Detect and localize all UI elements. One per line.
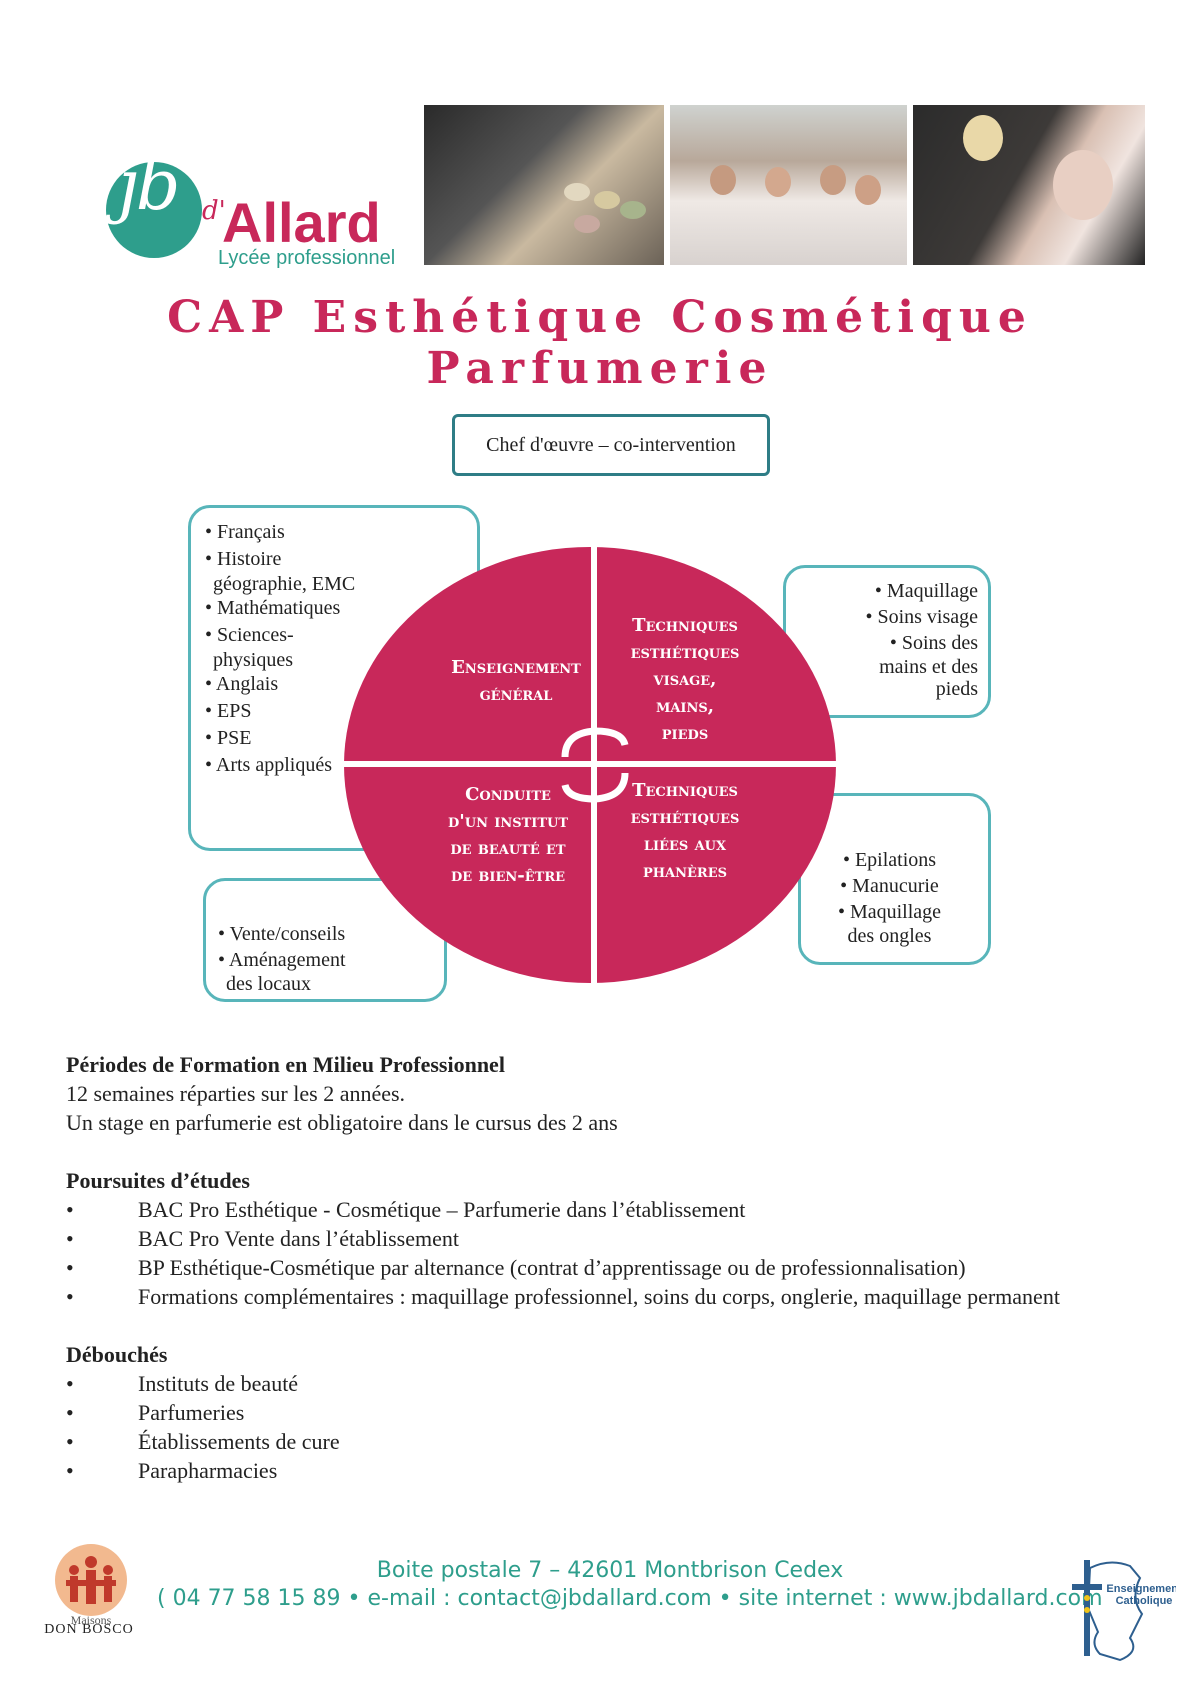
- quadrant-line: d'un institut: [447, 811, 569, 832]
- list-item: • Histoire: [205, 548, 282, 570]
- quadrant-conduite-institut: Conduite d'un institut de beauté et de b…: [418, 781, 598, 889]
- list-item: • Anglais: [205, 673, 279, 695]
- list-item: des ongles: [847, 925, 932, 947]
- quadrant-line: mains,: [655, 696, 715, 717]
- cycle-arrow-bottom: [561, 772, 629, 803]
- periodes-line: 12 semaines réparties sur les 2 années.: [66, 1081, 406, 1106]
- logo-d: d': [202, 196, 226, 226]
- list-item: BP Esthétique-Cosmétique par alternance …: [66, 1253, 1146, 1282]
- list-item: • Soins des: [889, 632, 978, 654]
- body-text: Périodes de Formation en Milieu Professi…: [66, 1050, 1146, 1485]
- quadrant-techniques-visage: Techniques esthétiques visage, mains, pi…: [600, 612, 770, 747]
- list-item: pieds: [935, 678, 978, 700]
- phaneres-box: • Epilations • Manucurie • Maquillage de…: [798, 793, 991, 965]
- quadrant-line: visage,: [653, 669, 717, 690]
- list-item: • Vente/conseils: [218, 923, 346, 945]
- quadrant-line: de beauté et: [450, 838, 566, 859]
- periodes-line: Un stage en parfumerie est obligatoire d…: [66, 1110, 618, 1135]
- list-item: • Sciences-: [205, 624, 294, 646]
- list-item: • Français: [205, 521, 285, 543]
- don-bosco-label: DON BOSCO: [44, 1622, 134, 1637]
- quadrant-line: Techniques: [632, 780, 738, 801]
- logo-name: Allard: [222, 191, 381, 254]
- footer-address: Boite postale 7 – 42601 Montbrison Cedex: [376, 1558, 844, 1583]
- title-part-1: CAP Esthétique Cosmétique: [167, 292, 1033, 343]
- page-title: CAP Esthétique Cosmétique Parfumerie: [0, 292, 1200, 394]
- cycle-arrow-top: [561, 727, 629, 758]
- list-item: • EPS: [205, 700, 252, 722]
- chef-oeuvre-box: Chef d'œuvre – co-intervention: [452, 414, 770, 476]
- enseignement-catholique-logo: Enseignement Catholique: [1072, 1560, 1176, 1662]
- quadrant-enseignement-general: Enseignement général: [426, 654, 606, 708]
- poursuites-list: BAC Pro Esthétique - Cosmétique – Parfum…: [66, 1195, 1146, 1311]
- list-item: Parfumeries: [66, 1398, 1146, 1427]
- enseignement-text: Enseignement: [1106, 1583, 1176, 1595]
- chef-oeuvre-label: Chef d'œuvre – co-intervention: [486, 433, 736, 456]
- list-item: mains et des: [879, 656, 978, 678]
- logo-subtitle: Lycée professionnel: [218, 247, 396, 269]
- logo-circle: [106, 162, 202, 258]
- quadrant-line: de bien-être: [450, 865, 566, 886]
- quadrant-line: Enseignement: [451, 657, 581, 678]
- list-item: Formations complémentaires : maquillage …: [66, 1282, 1146, 1311]
- catholique-text: Catholique: [1116, 1595, 1173, 1607]
- list-item: BAC Pro Esthétique - Cosmétique – Parfum…: [66, 1195, 1146, 1224]
- periodes-heading: Périodes de Formation en Milieu Professi…: [66, 1052, 505, 1077]
- list-item: Établissements de cure: [66, 1427, 1146, 1456]
- diagram-divider-horizontal: [340, 761, 840, 767]
- list-item: • PSE: [205, 727, 252, 749]
- list-item: Parapharmacies: [66, 1456, 1146, 1485]
- list-item: Instituts de beauté: [66, 1369, 1146, 1398]
- quadrant-diagram: [340, 545, 840, 985]
- list-item: des locaux: [226, 973, 311, 995]
- list-item: géographie, EMC: [213, 573, 356, 595]
- quadrant-line: Conduite: [465, 784, 551, 805]
- quadrant-line: esthétiques: [630, 807, 740, 828]
- quadrant-line: Techniques: [632, 615, 738, 636]
- quadrant-line: liées aux: [643, 834, 727, 855]
- list-item: • Manucurie: [840, 875, 939, 897]
- list-item: BAC Pro Vente dans l’établissement: [66, 1224, 1146, 1253]
- quadrant-techniques-phaneres: Techniques esthétiques liées aux phanère…: [600, 777, 770, 885]
- quadrant-line: esthétiques: [630, 642, 740, 663]
- debouches-heading: Débouchés: [66, 1342, 168, 1367]
- photo-makeup-brushes: [424, 105, 664, 265]
- title-part-2: Parfumerie: [426, 343, 774, 394]
- list-item: • Soins visage: [865, 606, 978, 628]
- don-bosco-maisons: Maisons: [71, 1613, 112, 1627]
- logo-jb: jb: [118, 144, 180, 226]
- list-item: • Arts appliqués: [205, 754, 332, 776]
- quadrant-line: pieds: [661, 723, 709, 744]
- quadrant-line: général: [479, 684, 553, 705]
- photo-students-group: [670, 105, 907, 265]
- list-item: • Maquillage: [837, 901, 942, 923]
- poursuites-heading: Poursuites d’études: [66, 1168, 250, 1193]
- debouches-list: Instituts de beauté Parfumeries Établiss…: [66, 1369, 1146, 1485]
- diagram-divider-vertical: [591, 545, 597, 985]
- list-item: • Epilations: [842, 849, 937, 871]
- don-bosco-logo: Maisons: [55, 1544, 127, 1627]
- list-item: • Mathématiques: [205, 597, 341, 619]
- list-item: physiques: [213, 649, 293, 671]
- list-item: • Aménagement: [218, 949, 346, 971]
- list-item: • Maquillage: [874, 580, 978, 602]
- footer-contact: ( 04 77 58 15 89 • e-mail : contact@jbda…: [157, 1586, 1103, 1611]
- photo-makeup-application: [913, 105, 1145, 265]
- quadrant-line: phanères: [642, 861, 728, 882]
